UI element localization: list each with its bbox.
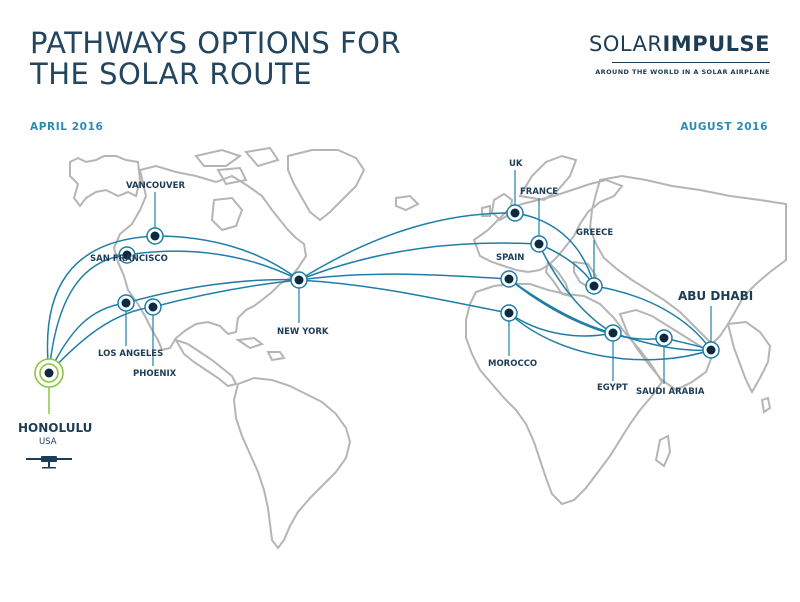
logo-word-bold: IMPULSE: [662, 32, 770, 56]
route-spain-saudi: [508, 278, 665, 340]
node-greece: [585, 277, 603, 295]
route-sanfrancisco-newyork: [126, 250, 300, 281]
node-newyork: [290, 271, 308, 289]
route-morocco-abudhabi: [508, 312, 712, 361]
label-san-francisco: SAN FRANCISCO: [90, 254, 168, 264]
label-abu-dhabi: ABU DHABI: [678, 289, 753, 303]
label-los-angeles: LOS ANGELES: [98, 349, 163, 359]
label-greece: GREECE: [576, 228, 613, 238]
label-new-york: NEW YORK: [277, 327, 329, 337]
node-egypt: [604, 324, 622, 342]
label-spain: SPAIN: [496, 253, 524, 263]
city-nodes: [34, 170, 720, 388]
route-vancouver-newyork: [154, 235, 300, 281]
start-date: APRIL 2016: [30, 121, 104, 133]
land-alaska: [69, 155, 142, 208]
node-uk: [506, 204, 524, 222]
city-labels: VANCOUVER SAN FRANCISCO LOS ANGELES PHOE…: [18, 159, 753, 447]
logo-word-light: SOLAR: [588, 32, 663, 56]
node-phoenix: [144, 298, 162, 316]
label-vancouver: VANCOUVER: [126, 181, 185, 191]
node-spain: [500, 270, 518, 288]
label-morocco: MOROCCO: [488, 359, 537, 369]
title-line-1: PATHWAYS OPTIONS FOR: [30, 26, 402, 60]
land-south-america: [232, 376, 352, 550]
land-sri-lanka: [760, 396, 772, 414]
land-africa: [465, 283, 664, 506]
route-uk-greece: [514, 212, 595, 287]
route-morocco-egypt: [508, 312, 614, 337]
route-france-egypt: [538, 243, 614, 334]
land-outlines: [69, 146, 787, 550]
route-honolulu-sanfrancisco: [48, 254, 128, 374]
label-egypt: EGYPT: [597, 383, 628, 393]
land-scandinavia: [518, 154, 578, 202]
land-europe: [472, 178, 624, 274]
route-newyork-uk: [298, 212, 516, 281]
label-phoenix: PHOENIX: [133, 369, 177, 379]
label-honolulu: HONOLULU: [18, 421, 92, 435]
logo-wordmark: SOLARIMPULSE: [589, 32, 770, 56]
logo-tagline: AROUND THE WORLD IN A SOLAR AIRPLANE: [595, 68, 770, 76]
land-north-america: [112, 164, 308, 352]
land-asia: [588, 174, 787, 346]
route-phoenix-newyork: [152, 279, 300, 308]
node-vancouver: [146, 227, 164, 245]
label-uk: UK: [509, 159, 523, 169]
solar-impulse-logo: SOLARIMPULSE AROUND THE WORLD IN A SOLAR…: [589, 32, 770, 76]
route-greece-abudhabi: [593, 285, 712, 351]
land-madagascar: [654, 434, 672, 468]
route-honolulu-vancouver: [46, 235, 156, 374]
label-honolulu-country: USA: [39, 437, 57, 447]
page-title: PATHWAYS OPTIONS FOR THE SOLAR ROUTE: [30, 28, 401, 90]
land-central-america: [173, 338, 238, 388]
land-greenland: [287, 149, 366, 222]
label-france: FRANCE: [520, 187, 558, 197]
node-sanfrancisco: [118, 246, 136, 264]
route-honolulu-phoenix: [48, 306, 154, 374]
airplane-icon: [26, 456, 72, 469]
label-saudi-arabia: SAUDI ARABIA: [636, 387, 705, 397]
land-iceland: [395, 194, 420, 212]
title-line-2: THE SOLAR ROUTE: [30, 57, 313, 91]
land-arabia: [618, 308, 714, 392]
node-france: [530, 235, 548, 253]
end-date: AUGUST 2016: [680, 121, 768, 133]
route-newyork-spain: [298, 273, 510, 281]
route-newyork-morocco: [298, 279, 510, 314]
node-abudhabi: [702, 341, 720, 359]
land-caribbean: [235, 336, 286, 362]
logo-divider: [612, 62, 770, 63]
node-morocco: [500, 304, 518, 322]
node-losangeles: [117, 294, 135, 312]
land-hudson-bay: [210, 196, 244, 232]
node-saudi: [655, 329, 673, 347]
land-india: [726, 320, 772, 395]
route-newyork-france: [298, 242, 540, 281]
node-honolulu: [34, 358, 64, 388]
route-losangeles-newyork: [125, 278, 300, 304]
